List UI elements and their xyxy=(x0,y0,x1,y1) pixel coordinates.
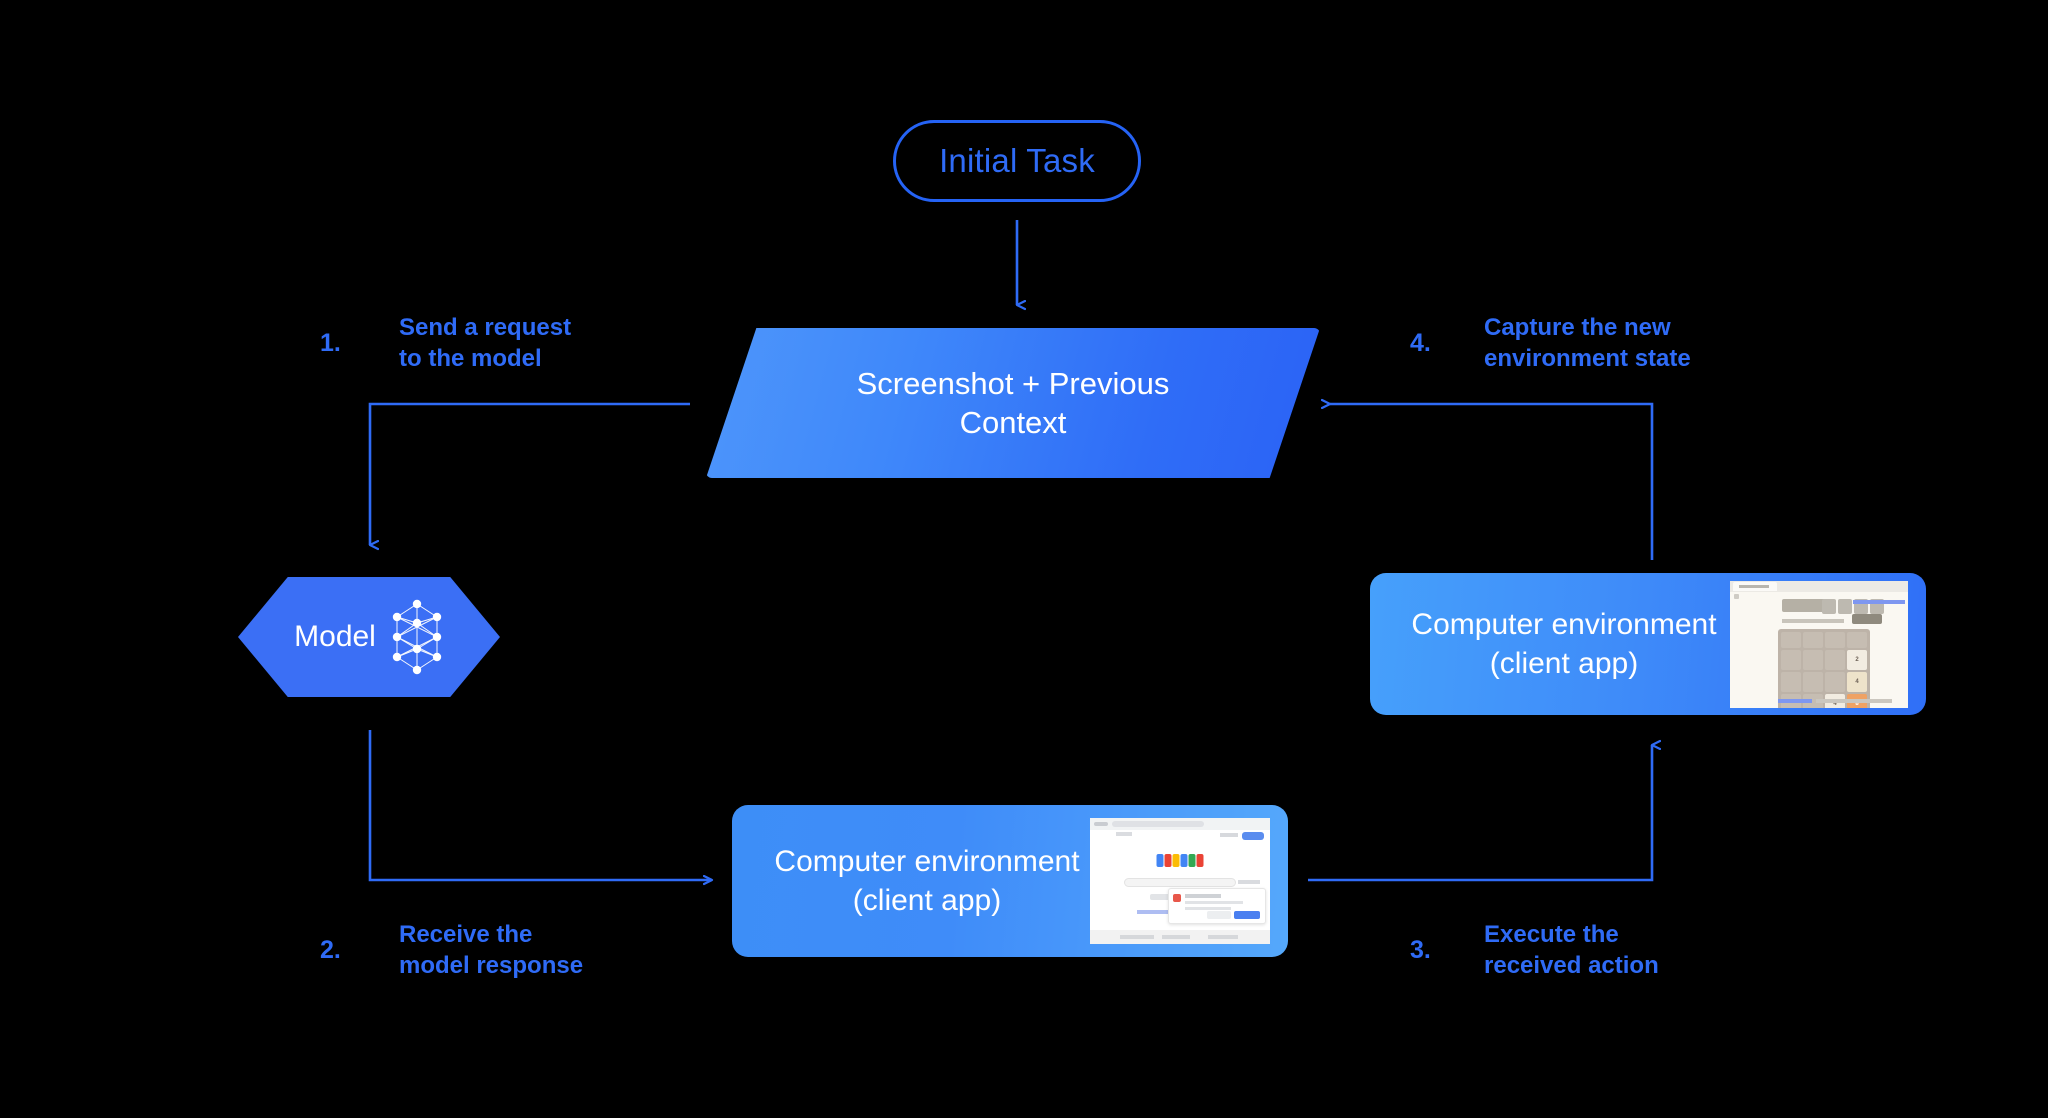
node-initial-task[interactable]: Initial Task xyxy=(893,120,1141,202)
parallelogram-shape xyxy=(706,328,1320,478)
node-computer-environment-bottom[interactable]: Computer environment (client app) xyxy=(732,805,1288,957)
bookmarks-bar xyxy=(1116,832,1132,836)
header-links xyxy=(1853,600,1905,604)
env-right-line2: (client app) xyxy=(1489,647,1639,680)
tile-r2c4: 2 xyxy=(1847,650,1867,670)
google-search-input[interactable] xyxy=(1124,878,1236,887)
env-right-caption: Computer environment (client app) xyxy=(1388,605,1740,683)
neural-network-icon xyxy=(392,599,442,675)
step-label-4: 4. Capture the new environment state xyxy=(1410,305,1740,385)
best-box xyxy=(1838,599,1852,614)
node-model[interactable]: Model xyxy=(238,577,500,697)
google-logo-icon xyxy=(1156,854,1204,867)
tile-r2c1 xyxy=(1781,650,1801,670)
score-box xyxy=(1822,599,1836,614)
tile-r1c2 xyxy=(1803,632,1823,648)
tile-r3c4: 4 xyxy=(1847,672,1867,692)
step-4-text: Capture the new environment state xyxy=(1484,314,1691,372)
browser-titlebar xyxy=(1730,581,1908,592)
screenshot-node-line1: Screenshot + Previous xyxy=(856,365,1170,401)
sign-in-button[interactable] xyxy=(1242,832,1264,840)
arrow-env-bottom-to-env-right xyxy=(1308,745,1652,882)
tile-r3c3 xyxy=(1825,672,1845,692)
hexagon-shape xyxy=(238,577,500,697)
tile-r1c1 xyxy=(1781,632,1801,648)
step-4-number: 4. xyxy=(1410,329,1431,357)
thumbnail-2048-game: 2 4 4 8 xyxy=(1730,581,1908,708)
tile-r1c4 xyxy=(1847,632,1867,648)
footer-text xyxy=(1816,699,1892,703)
footer-link xyxy=(1778,699,1812,703)
arrow-env-right-to-screenshot xyxy=(1330,404,1654,560)
browser-nav-icon xyxy=(1734,594,1739,599)
step-label-2: 2. Receive the model response xyxy=(320,912,650,992)
model-label: Model xyxy=(294,620,376,653)
new-game-button[interactable] xyxy=(1852,614,1882,624)
env-right-line1: Computer environment xyxy=(1411,608,1717,641)
browser-tab xyxy=(1733,582,1777,591)
screenshot-node-line2: Context xyxy=(959,405,1067,440)
step-3-text: Execute the received action xyxy=(1484,921,1659,979)
env-bottom-line2: (client app) xyxy=(852,884,1002,917)
screenshot-node-label: Screenshot + Previous Context xyxy=(706,328,1320,478)
step-label-1: 1. Send a request to the model xyxy=(320,305,650,385)
game-subtitle xyxy=(1782,619,1844,623)
tile-r3c1 xyxy=(1781,672,1801,692)
model-node-content: Model xyxy=(238,577,500,697)
step-label-3: 3. Execute the received action xyxy=(1410,912,1740,992)
env-bottom-line1: Computer environment xyxy=(774,845,1080,878)
env-bottom-caption: Computer environment (client app) xyxy=(742,842,1112,920)
tile-r1c3 xyxy=(1825,632,1845,648)
node-computer-environment-right[interactable]: Computer environment (client app) xyxy=(1370,573,1926,715)
tile-r3c2 xyxy=(1803,672,1823,692)
tile-r2c2 xyxy=(1803,650,1823,670)
step-1-text: Send a request to the model xyxy=(399,314,572,372)
thumbnail-google-search xyxy=(1090,818,1270,944)
step-2-text: Receive the model response xyxy=(399,921,584,979)
arrow-model-to-env-bottom xyxy=(368,730,712,880)
step-2-number: 2. xyxy=(320,936,341,964)
top-nav-links xyxy=(1220,833,1238,837)
tile-r2c3 xyxy=(1825,650,1845,670)
arrow-screenshot-to-model xyxy=(368,402,690,545)
browser-address-bar xyxy=(1112,821,1204,827)
dialog-secondary-button[interactable] xyxy=(1207,911,1231,919)
game-board[interactable]: 2 4 4 8 xyxy=(1778,629,1870,708)
consent-dialog[interactable] xyxy=(1168,888,1266,924)
browser-controls xyxy=(1094,822,1108,826)
dialog-primary-button[interactable] xyxy=(1234,911,1260,919)
tile-r4c2 xyxy=(1803,694,1823,708)
game-brand-2048 xyxy=(1782,599,1826,612)
step-1-number: 1. xyxy=(320,329,341,357)
initial-task-label: Initial Task xyxy=(939,142,1095,179)
dialog-icon xyxy=(1173,894,1181,902)
node-screenshot-previous-context[interactable]: Screenshot + Previous Context xyxy=(706,328,1320,478)
page-footer xyxy=(1090,930,1270,944)
step-3-number: 3. xyxy=(1410,936,1431,964)
search-icons xyxy=(1238,880,1260,884)
